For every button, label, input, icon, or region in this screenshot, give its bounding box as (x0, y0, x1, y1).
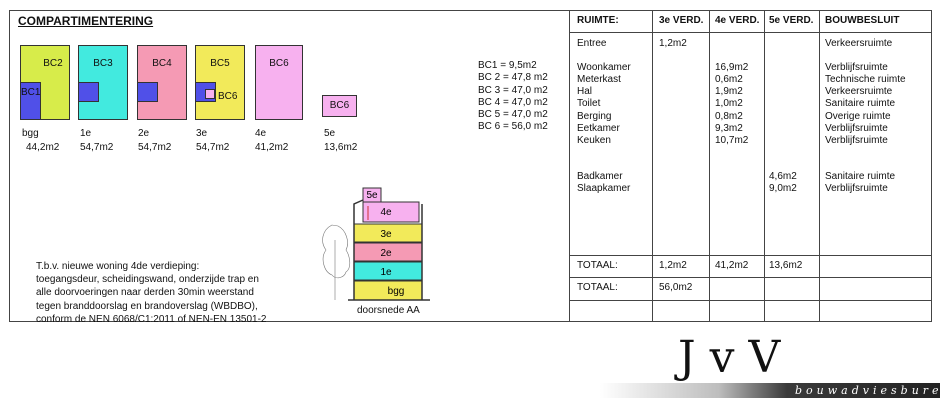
bc6-label: BC6 (269, 58, 289, 69)
floor-caption: 2e 54,7m2 (138, 127, 171, 155)
floor-caption: 1e 54,7m2 (80, 127, 113, 155)
level-4e (362, 201, 420, 223)
header-bouwbesluit: BOUWBESLUIT (825, 15, 900, 26)
floor-name: 3e (196, 128, 208, 139)
table-divider (764, 10, 765, 322)
total-label: TOTAAL: (577, 260, 618, 271)
stair-zone (137, 82, 158, 102)
grand-total-value: 56,0m2 (659, 282, 693, 293)
floor-caption: 3e 54,7m2 (196, 127, 229, 155)
level-label: 1e (380, 267, 392, 278)
level-label: 3e (380, 229, 392, 240)
bc2-label: BC2 (43, 58, 63, 69)
table-divider (819, 10, 820, 322)
bc3-label: BC3 (93, 58, 113, 69)
floor-caption: 4e 41,2m2 (255, 127, 288, 155)
bouwbesluit-column: Verkeersruimte Verblijfsruimte Technisch… (825, 38, 906, 195)
fire-safety-note: T.b.v. nieuwe woning 4de verdieping: toe… (36, 260, 267, 326)
logo-tagline: bouwadviesbureau (795, 384, 940, 397)
bc6-label: BC6 (218, 91, 238, 102)
level-label: 5e (366, 190, 378, 201)
total-3e: 1,2m2 (659, 260, 687, 271)
floor-1e-plan: BC3 (78, 45, 128, 120)
note-line: T.b.v. nieuwe woning 4de verdieping: (36, 261, 200, 272)
floor-caption: bgg 44,2m2 (22, 127, 59, 155)
bc1-zone: BC1 (20, 82, 41, 120)
level-label: 4e (380, 207, 392, 218)
tree-icon (322, 224, 351, 300)
section-drawing: bgg 1e 2e 3e 4e 5e (322, 187, 430, 301)
note-line: alle doorvoeringen naar derden 30min wee… (36, 287, 254, 299)
total-4e: 41,2m2 (715, 260, 749, 271)
level-5e (362, 187, 382, 203)
floor-caption: 5e 13,6m2 (324, 127, 357, 155)
table-divider (569, 32, 932, 33)
bc1-label: BC1 (21, 87, 41, 98)
total-5e: 13,6m2 (769, 260, 803, 271)
section-caption: doorsnede AA (357, 305, 420, 316)
table-divider (569, 10, 570, 322)
header-4e: 4e VERD. (715, 15, 760, 26)
logo-tagline-bar (600, 383, 940, 398)
bc-item: BC 2 = 47,8 m2 (478, 72, 548, 84)
floor-3e-plan: BC5 BC6 (195, 45, 245, 120)
floor-bgg-plan: BC2 BC1 (20, 45, 70, 120)
floor-area: 54,7m2 (138, 142, 172, 153)
floor-name: 4e (255, 128, 267, 139)
table-divider (652, 10, 653, 322)
bc6-stair-zone (205, 89, 215, 99)
col-3e: 1,2m2 (659, 38, 687, 49)
col-5e: 4,6m2 9,0m2 (769, 171, 797, 195)
header-3e: 3e VERD. (659, 15, 704, 26)
note-line: tegen branddoorslag en brandoverslag (WB… (36, 300, 258, 312)
drawing-sheet (9, 10, 932, 322)
floor-area: 54,7m2 (80, 142, 114, 153)
floor-4e-plan: BC6 (255, 45, 303, 120)
floor-area: 54,7m2 (196, 142, 230, 153)
stair-zone (78, 82, 99, 102)
room-table: RUIMTE: 3e VERD. 4e VERD. 5e VERD. BOUWB… (569, 10, 932, 322)
header-ruimte: RUIMTE: (577, 15, 619, 26)
bc4-label: BC4 (152, 58, 172, 69)
bc5-label: BC5 (210, 58, 230, 69)
floor-name: 1e (80, 128, 92, 139)
table-divider (569, 277, 932, 278)
bc-item: BC 6 = 56,0 m2 (478, 121, 548, 133)
company-logo: JvV bouwadviesbureau (600, 335, 940, 400)
floor-2e-plan: BC4 (137, 45, 187, 120)
grand-total-label: TOTAAL: (577, 282, 618, 293)
level-label: bgg (388, 286, 405, 297)
floor-area: 13,6m2 (324, 142, 358, 153)
table-divider (569, 300, 932, 301)
bc-item: BC1 = 9,5m2 (478, 60, 537, 71)
floor-area: 44,2m2 (26, 142, 60, 153)
page-title: COMPARTIMENTERING (18, 14, 154, 28)
table-divider (569, 255, 932, 256)
level-label: 2e (380, 248, 392, 259)
floor-5e-plan: BC6 (322, 95, 357, 117)
floor-area: 41,2m2 (255, 142, 289, 153)
bc-item: BC 4 = 47,0 m2 (478, 96, 548, 108)
note-line: conform de NEN 6068/C1:2011 of NEN-EN 13… (36, 313, 267, 325)
floor-name: 2e (138, 128, 150, 139)
rooms-column: Entree Woonkamer Meterkast Hal Toilet Be… (577, 38, 631, 195)
bc-item: BC 3 = 47,0 m2 (478, 84, 548, 96)
floor-name: 5e (324, 128, 336, 139)
table-divider (709, 10, 710, 322)
col-4e: 16,9m2 0,6m2 1,9m2 1,0m2 0,8m2 9,3m2 10,… (715, 62, 749, 146)
logo-mark: JvV (678, 332, 795, 383)
bc-item: BC 5 = 47,0 m2 (478, 109, 548, 121)
header-5e: 5e VERD. (769, 15, 814, 26)
bc-area-list: BC1 = 9,5m2 BC 2 = 47,8 m2 BC 3 = 47,0 m… (478, 60, 548, 134)
bc6-label: BC6 (329, 100, 350, 111)
floor-name: bgg (22, 128, 39, 139)
note-line: toegangsdeur, scheidingswand, onderzijde… (36, 274, 259, 286)
